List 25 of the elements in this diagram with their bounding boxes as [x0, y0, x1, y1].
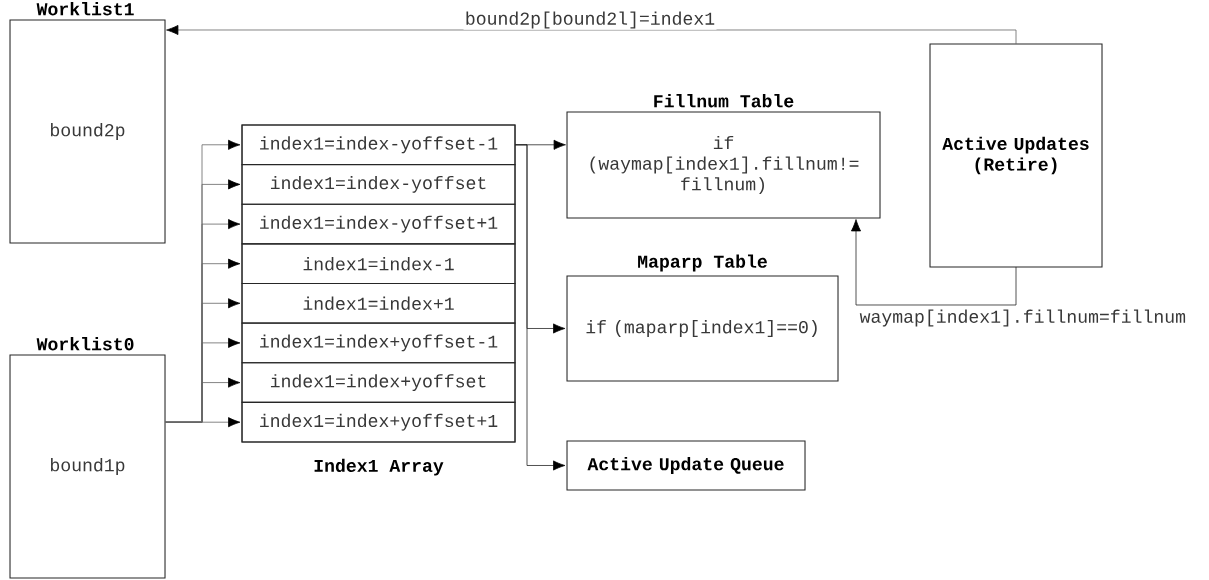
process-box: Active Update Queue	[566, 440, 806, 491]
box-heading: Worklist1	[36, 2, 134, 16]
box-heading: Fillnum Table	[654, 94, 794, 108]
array-cell: index1=index-yoffset	[241, 164, 516, 205]
arrow	[164, 417, 241, 428]
array-cell: index1=index+1	[241, 282, 516, 324]
arrow	[514, 144, 566, 471]
array-cell: index1=index+yoffset-1	[241, 322, 516, 364]
array-cell: index1=index-1	[241, 243, 516, 285]
arrow	[166, 25, 1017, 45]
array-cell: index1=index+yoffset	[241, 362, 516, 403]
edge-label: bound2p[bound2l]=index1	[463, 10, 717, 30]
array-caption: Index1 Array	[314, 458, 444, 476]
arrow	[851, 219, 1017, 306]
process-box: Active Updates (Retire)	[929, 43, 1103, 268]
array-cell: index1=index+yoffset+1	[241, 401, 516, 443]
table-box: if (maparp[index1]==0)	[566, 275, 839, 382]
table-box: if (waymap[index1].fillnum!= fillnum)	[566, 111, 881, 219]
table-box: bound1p	[9, 354, 166, 579]
array-cell: index1=index-yoffset-1	[241, 124, 516, 166]
table-box: bound2p	[9, 19, 166, 244]
array-cell: index1=index-yoffset+1	[241, 203, 516, 245]
box-heading: Maparp Table	[638, 254, 767, 272]
box-heading: Worklist0	[36, 337, 134, 351]
edge-label: waymap[index1].fillnum=fillnum	[858, 308, 1188, 328]
